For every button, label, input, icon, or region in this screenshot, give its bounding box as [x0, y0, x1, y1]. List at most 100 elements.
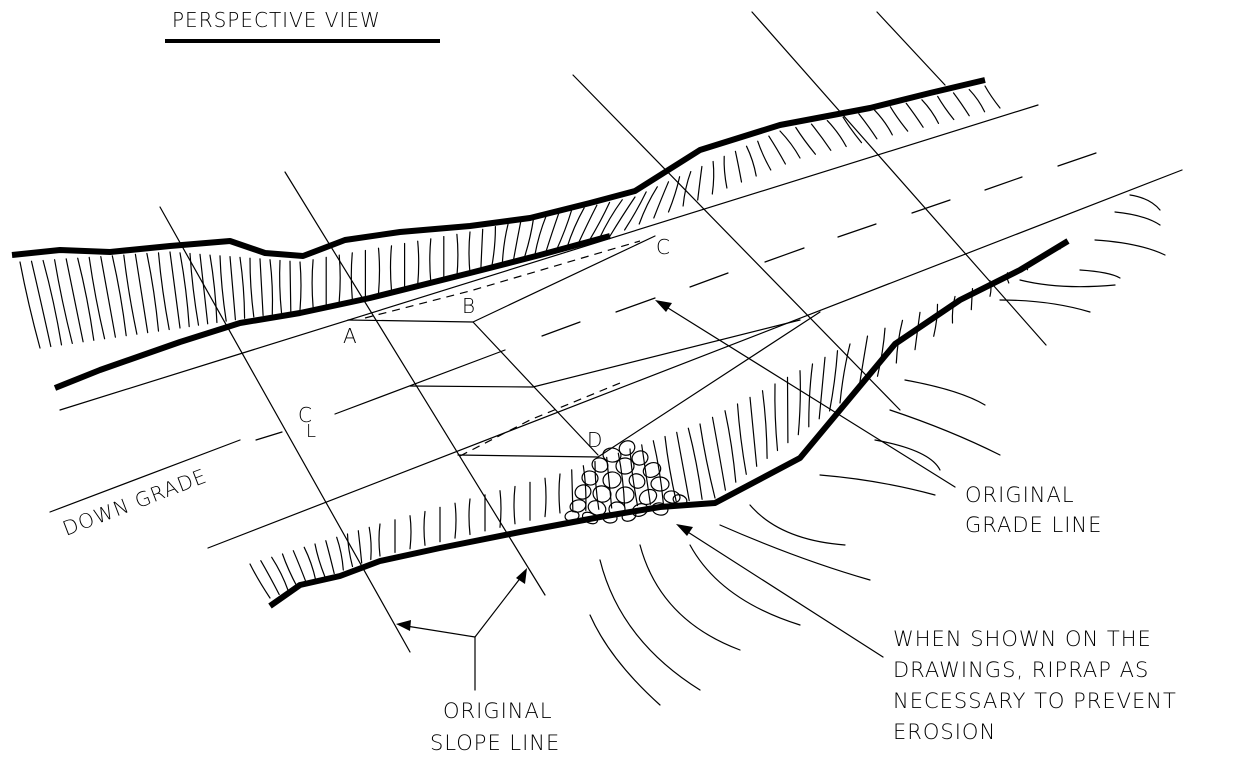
hatch-stroke — [179, 252, 190, 328]
hatch-stroke — [970, 288, 974, 311]
point-b-label: B — [462, 294, 476, 318]
hatch-stroke — [723, 155, 728, 189]
hatch-stroke — [697, 165, 703, 201]
hatch-stroke — [269, 259, 274, 315]
hatch-stroke — [711, 160, 715, 195]
hatch-stroke — [209, 254, 218, 324]
hatch-stroke — [260, 560, 280, 596]
hatch-stroke — [239, 256, 246, 319]
hatch-stroke — [598, 199, 623, 240]
hatch-stroke — [30, 260, 52, 348]
hatch-stroke — [259, 258, 264, 317]
ground-contour — [904, 379, 986, 406]
riprap-stone — [638, 488, 658, 506]
riprap-stones — [564, 440, 688, 525]
hatch-stroke — [571, 469, 574, 513]
down-grade-arrow-line — [49, 439, 241, 513]
hatch-stroke — [933, 303, 939, 337]
riprap-stone — [581, 511, 599, 525]
hatch-stroke — [219, 255, 227, 322]
hatch-stroke — [336, 536, 344, 571]
centerline-symbol: C L — [298, 403, 317, 442]
ground-contour — [1129, 194, 1161, 211]
hatch-stroke — [682, 171, 692, 207]
section-line-5 — [876, 11, 946, 86]
riprap-stone — [663, 490, 681, 504]
ground-contour — [689, 544, 801, 626]
ground-contours — [589, 194, 1166, 706]
hatch-stroke — [54, 259, 73, 344]
hatch-stroke — [558, 473, 561, 514]
section-mid-line — [409, 319, 801, 388]
hatch-stroke — [779, 130, 801, 159]
riprap-stone — [615, 486, 635, 504]
hatch-stroke — [544, 477, 547, 518]
hatch-stroke — [808, 363, 814, 428]
hatch-stroke — [905, 102, 924, 128]
hatch-stroke — [676, 431, 690, 502]
riprap-stone — [569, 499, 587, 513]
hatch-stroke — [523, 217, 535, 260]
ground-contour — [1094, 239, 1166, 256]
hatch-stroke — [734, 150, 743, 183]
hatch-stroke — [534, 215, 547, 258]
hatch-stroke — [921, 99, 940, 124]
hatch-stroke — [797, 370, 801, 436]
hatch-stroke — [842, 116, 863, 144]
hatch-stroke — [249, 257, 255, 318]
hatch-stroke — [594, 460, 600, 510]
hatch-stroke — [311, 259, 314, 308]
hatch-stroke — [292, 550, 308, 585]
ground-contour — [1079, 269, 1121, 279]
riprap-stone — [628, 473, 646, 489]
ground-contour — [639, 544, 741, 651]
hatch-stroke — [303, 546, 317, 582]
svg-text:C: C — [298, 403, 313, 427]
hatch-stroke — [499, 490, 502, 528]
hatch-stroke — [745, 145, 757, 177]
hatch-stroke — [624, 191, 647, 231]
hatch-stroke — [761, 390, 768, 459]
riprap-stone — [631, 450, 649, 466]
down-grade-label: DOWN GRADE — [59, 464, 210, 541]
svg-text:NECESSARY TO PREVENT: NECESSARY TO PREVENT — [893, 689, 1177, 713]
riprap-stone — [602, 447, 622, 463]
ground-contour — [874, 439, 941, 471]
section-bd-line — [472, 321, 599, 456]
hatch-stroke — [795, 126, 816, 155]
hatch-stroke — [454, 502, 457, 539]
hatch-stroke — [512, 220, 522, 263]
riprap-leader — [676, 524, 884, 658]
svg-text:DOWN GRADE: DOWN GRADE — [59, 464, 210, 541]
riprap-stone — [591, 457, 609, 473]
hatch-stroke — [874, 109, 893, 136]
hatch-stroke — [134, 253, 149, 334]
hatch-stroke — [889, 106, 909, 132]
riprap-stone — [650, 476, 670, 492]
riprap-stone — [564, 510, 580, 522]
original-grade-dash-far — [364, 240, 641, 319]
svg-text:ORIGINAL: ORIGINAL — [965, 483, 1075, 507]
riprap-stone — [608, 501, 626, 517]
section-line-3 — [572, 74, 901, 411]
riprap-stone — [574, 484, 592, 500]
hatch-stroke — [952, 92, 970, 117]
svg-text:L: L — [306, 421, 317, 442]
hatch-stroke — [429, 238, 432, 283]
hatch-stroke — [653, 181, 670, 219]
hatch-stroke — [123, 254, 138, 335]
hatch-stroke — [111, 255, 127, 337]
ground-contour — [719, 524, 871, 581]
section-d-line — [457, 311, 821, 458]
hatch-stroke — [423, 510, 426, 546]
hatch-stroke — [368, 526, 372, 561]
hatch-stroke — [346, 533, 354, 568]
hatch-stroke — [876, 327, 886, 377]
hatch-stroke — [378, 523, 381, 557]
hatch-stroke — [638, 186, 658, 225]
hatch-stroke — [88, 256, 106, 340]
riprap-stone — [651, 502, 669, 516]
hatch-stroke — [501, 223, 509, 266]
hatch-stroke — [609, 196, 636, 237]
